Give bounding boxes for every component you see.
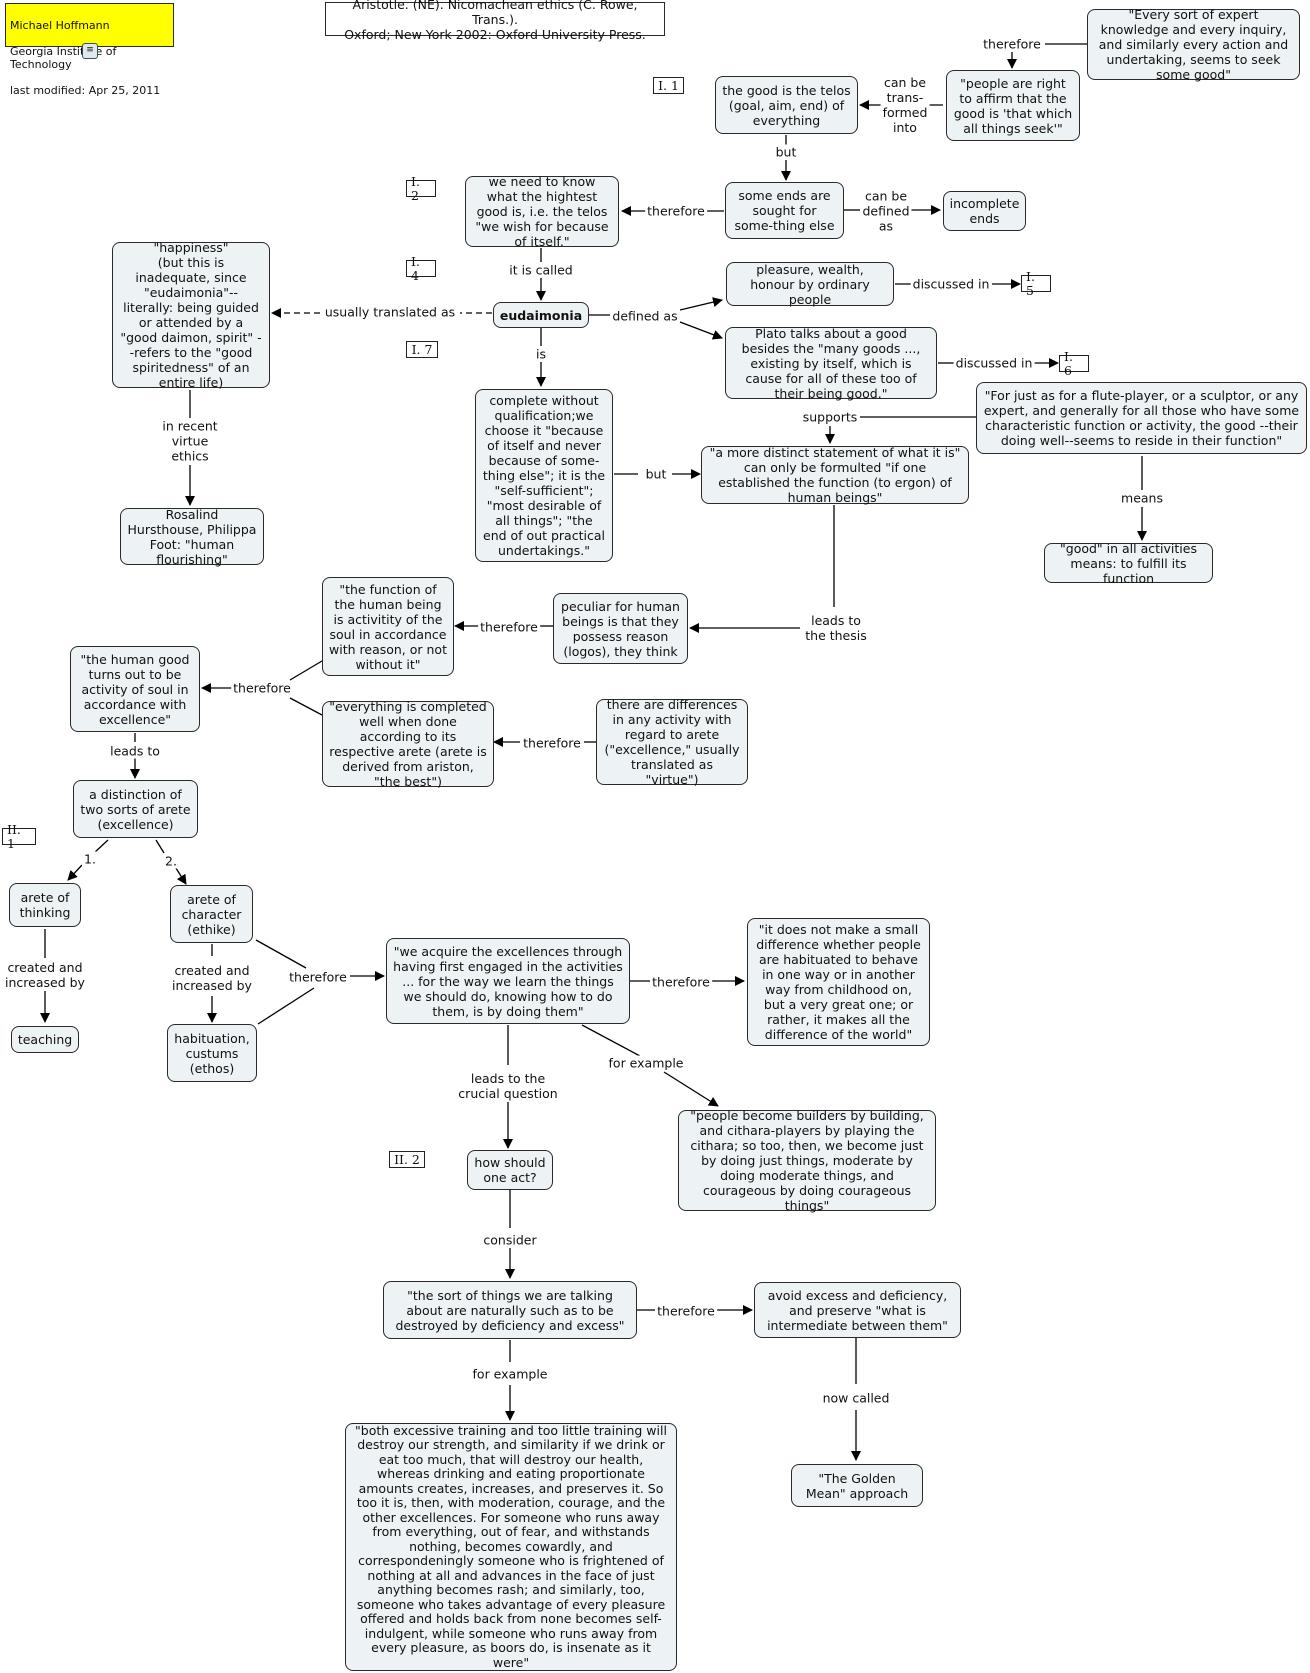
link-is: is <box>534 346 548 362</box>
node-need-to-know[interactable]: we need to know what the hightest good i… <box>465 174 619 249</box>
link-means: means <box>1119 490 1165 506</box>
link-created-1: created and increased by <box>3 960 87 990</box>
link-therefore-2: therefore <box>645 203 707 219</box>
node-distinction[interactable]: a distinction of two sorts of arete (exc… <box>73 780 198 838</box>
author-name: Michael Hoffmann <box>10 19 110 32</box>
node-how-act[interactable]: how should one act? <box>467 1150 553 1190</box>
link-defined-as: defined as <box>610 308 680 324</box>
section-tag-i6: I. 6 <box>1059 349 1089 377</box>
node-people-right[interactable]: "people are right to affirm that the goo… <box>946 70 1080 141</box>
node-plato[interactable]: Plato talks about a good besides the "ma… <box>725 326 937 401</box>
node-pleasure[interactable]: pleasure, wealth, honour by ordinary peo… <box>726 262 894 307</box>
link-in-recent: in recent virtue ethics <box>160 418 220 464</box>
link-therefore-6: therefore <box>287 969 349 985</box>
section-tag-ii2: II. 2 <box>389 1151 425 1168</box>
node-avoid-excess[interactable]: avoid excess and deficiency, and preserv… <box>754 1282 961 1338</box>
source-citation: Aristotle. (NE). Nicomachean ethics (C. … <box>325 0 665 42</box>
node-hursthouse[interactable]: Rosalind Hursthouse, Philippa Foot: "hum… <box>120 507 264 567</box>
link-discussed-in-1: discussed in <box>910 276 992 292</box>
section-tag-i1: I. 1 <box>653 77 684 94</box>
section-tag-i2: I. 2 <box>406 174 436 202</box>
link-created-2: created and increased by <box>170 963 254 993</box>
node-small-difference[interactable]: "it does not make a small difference whe… <box>747 918 930 1046</box>
node-eudaimonia[interactable]: eudaimonia <box>493 302 589 328</box>
node-flute-player[interactable]: "For just as for a flute-player, or a sc… <box>976 382 1307 454</box>
last-modified: last modified: Apr 25, 2011 <box>10 84 161 97</box>
node-happiness[interactable]: "happiness" (but this is inadequate, sin… <box>112 240 270 390</box>
link-discussed-in-2: discussed in <box>953 355 1035 371</box>
node-golden-mean[interactable]: "The Golden Mean" approach <box>791 1464 923 1507</box>
node-builders[interactable]: "people become builders by building, and… <box>678 1108 936 1213</box>
node-some-ends[interactable]: some ends are sought for some-thing else <box>725 182 844 239</box>
link-therefore-3: therefore <box>478 619 540 635</box>
link-leads-crucial: leads to the crucial question <box>456 1071 560 1101</box>
node-arete-character[interactable]: arete of character (ethike) <box>170 885 253 943</box>
node-everything-completed[interactable]: "everything is completed well when done … <box>322 699 494 789</box>
link-leads-to-thesis: leads to the thesis <box>803 613 869 643</box>
link-usually-translated: usually translated as <box>322 304 458 320</box>
node-habituation[interactable]: habituation, custums (ethos) <box>167 1024 257 1082</box>
section-tag-i4: I. 4 <box>406 254 436 282</box>
link-supports: supports <box>800 409 860 425</box>
node-distinct-statement[interactable]: "a more distinct statement of what it is… <box>701 445 969 505</box>
author-info-box: Michael Hoffmann Georgia Institute of Te… <box>5 3 174 97</box>
section-tag-i7: I. 7 <box>406 341 438 358</box>
node-peculiar[interactable]: peculiar for human beings is that they p… <box>553 593 688 664</box>
node-human-good[interactable]: "the human good turns out to be activity… <box>70 646 200 732</box>
node-function-human[interactable]: "the function of the human being is acti… <box>322 577 454 676</box>
link-for-example-2: for example <box>470 1366 550 1382</box>
node-we-acquire[interactable]: "we acquire the excellences through havi… <box>386 938 630 1024</box>
link-but-2: but <box>643 466 669 482</box>
link-now-called: now called <box>820 1390 892 1406</box>
node-arete-thinking[interactable]: arete of thinking <box>9 883 81 927</box>
node-good-activities[interactable]: "good" in all activities means: to fulfi… <box>1044 541 1213 586</box>
link-for-example-1: for example <box>606 1055 686 1071</box>
link-one: 1. <box>82 851 98 867</box>
link-therefore-top: therefore <box>981 36 1043 52</box>
node-every-sort[interactable]: "Every sort of expert knowledge and ever… <box>1087 7 1300 82</box>
note-icon[interactable]: ≡ <box>82 43 98 59</box>
node-complete[interactable]: complete without qualification;we choose… <box>475 389 613 562</box>
link-therefore-8: therefore <box>655 1303 717 1319</box>
node-incomplete-ends[interactable]: incomplete ends <box>943 191 1026 231</box>
node-good-telos[interactable]: the good is the telos (goal, aim, end) o… <box>715 76 858 134</box>
link-can-be-defined: can be defined as <box>860 188 912 234</box>
link-therefore-7: therefore <box>650 974 712 990</box>
section-tag-ii1: II. 1 <box>2 822 36 850</box>
link-but-1: but <box>773 144 799 160</box>
link-it-is-called: it is called <box>507 262 575 278</box>
link-therefore-5: therefore <box>521 735 583 751</box>
link-consider: consider <box>481 1232 539 1248</box>
link-two: 2. <box>163 853 179 869</box>
node-differences[interactable]: there are differences in any activity wi… <box>596 697 748 787</box>
node-training[interactable]: "both excessive training and too little … <box>345 1423 677 1671</box>
link-leads-to: leads to <box>108 743 162 759</box>
link-can-be-transformed: can be trans- formed into <box>880 75 930 135</box>
section-tag-i5: I. 5 <box>1021 269 1051 297</box>
node-teaching[interactable]: teaching <box>11 1026 79 1053</box>
node-sort-of-things[interactable]: "the sort of things we are talking about… <box>383 1281 637 1339</box>
link-therefore-4: therefore <box>231 680 293 696</box>
